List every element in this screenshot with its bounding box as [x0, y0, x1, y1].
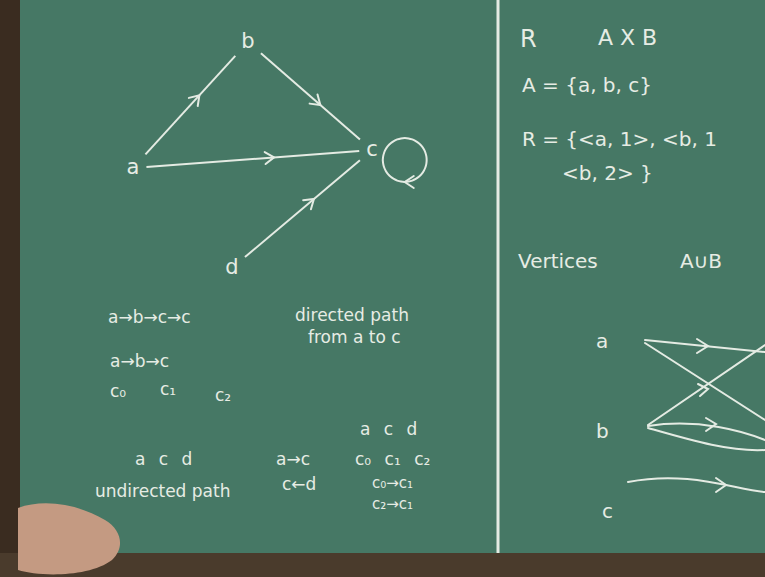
chalk-text: c←d: [282, 475, 316, 494]
chalk-text: R = {<a, 1>, <b, 1: [522, 128, 717, 150]
relation-line: [648, 345, 765, 425]
arrowhead: [265, 152, 274, 164]
board-note: A = {a, b, c}: [522, 74, 652, 96]
graph-edge: [245, 160, 360, 257]
vertex-label: c: [366, 138, 378, 161]
arrowhead: [189, 95, 199, 106]
chalk-text: R: [520, 26, 537, 52]
chalk-text: A∪B: [680, 250, 722, 272]
board-note: directed path: [295, 306, 409, 325]
board-note: c: [602, 500, 613, 522]
chalk-text: <b, 2> }: [562, 162, 653, 184]
chalk-text: a→b→c→c: [108, 308, 191, 327]
wood-frame: [0, 0, 20, 577]
relation-line: [645, 343, 765, 420]
graph-edge: [261, 53, 360, 139]
vertex-label: b: [241, 30, 254, 53]
hand: [18, 503, 120, 574]
chalk-text: c₂→c₁: [372, 496, 413, 513]
board-note: R = {<a, 1>, <b, 1: [522, 128, 717, 150]
board-note: a c d: [135, 450, 192, 469]
vertex-label: d: [225, 256, 238, 279]
board-note: A X B: [598, 26, 657, 50]
edge-line: [245, 160, 360, 257]
self-loop: [383, 138, 427, 182]
board-note: A∪B: [680, 250, 722, 272]
arrowhead: [405, 176, 414, 188]
chalk-text: a→b→c: [110, 352, 169, 371]
chalk-text: c: [602, 500, 613, 522]
arrowhead: [706, 418, 716, 431]
chalk-text: a: [596, 330, 608, 352]
edge-line: [145, 56, 235, 154]
board-note: a→c: [276, 450, 310, 469]
board-note: c₂→c₁: [372, 496, 413, 513]
board-note: <b, 2> }: [562, 162, 653, 184]
board-note: Vertices: [518, 250, 598, 272]
vertex: b: [237, 28, 258, 55]
chalk-text: a→c: [276, 450, 310, 469]
chalk-text: c₀: [110, 382, 126, 401]
board-note: c←d: [282, 475, 316, 494]
board-note: c₀→c₁: [372, 475, 413, 492]
chalk-text: directed path: [295, 306, 409, 325]
board-note: c₀: [110, 382, 126, 401]
board-note: undirected path: [95, 482, 230, 501]
chalk-text: a c d: [360, 420, 417, 439]
divider-line: [497, 0, 500, 553]
board-note: b: [596, 420, 609, 442]
chalk-text: b: [596, 420, 609, 442]
chalk-text: A = {a, b, c}: [522, 74, 652, 96]
chalk-text: c₀→c₁: [372, 475, 413, 492]
chalk-text: c₂: [215, 386, 231, 405]
vertex: c: [362, 136, 382, 163]
graph-edge: [146, 151, 359, 167]
chalk-text: A X B: [598, 26, 657, 50]
chalk-text: from a to c: [308, 328, 401, 347]
edge-line: [146, 151, 359, 167]
edge-line: [261, 53, 360, 139]
chalk-text: Vertices: [518, 250, 598, 272]
relation-line: [628, 478, 765, 492]
vertex: d: [221, 254, 242, 281]
chalk-text: c₀ c₁ c₂: [355, 450, 430, 469]
graph-edge: [383, 138, 427, 188]
vertex: a: [123, 154, 144, 181]
arrowhead: [697, 339, 708, 353]
relation-line: [648, 428, 765, 450]
board-note: a: [596, 330, 608, 352]
board-note: a→b→c→c: [108, 308, 191, 327]
arrowhead: [698, 384, 708, 396]
arrowhead: [310, 95, 321, 105]
chalk-text: a c d: [135, 450, 192, 469]
graph-edge: [145, 56, 235, 154]
arrowhead: [716, 478, 726, 492]
arrowhead: [303, 199, 314, 209]
board-note: a c d: [360, 420, 417, 439]
vertex-label: a: [127, 156, 140, 179]
relation-line: [645, 340, 765, 352]
bipartite-sketch: [628, 339, 765, 492]
board-note: c₁: [160, 380, 176, 399]
board-note: c₂: [215, 386, 231, 405]
board-note: c₀ c₁ c₂: [355, 450, 430, 469]
board-note: from a to c: [308, 328, 401, 347]
board-note: a→b→c: [110, 352, 169, 371]
chalk-text: undirected path: [95, 482, 230, 501]
board-note: R: [520, 26, 537, 52]
chalk-text: c₁: [160, 380, 176, 399]
